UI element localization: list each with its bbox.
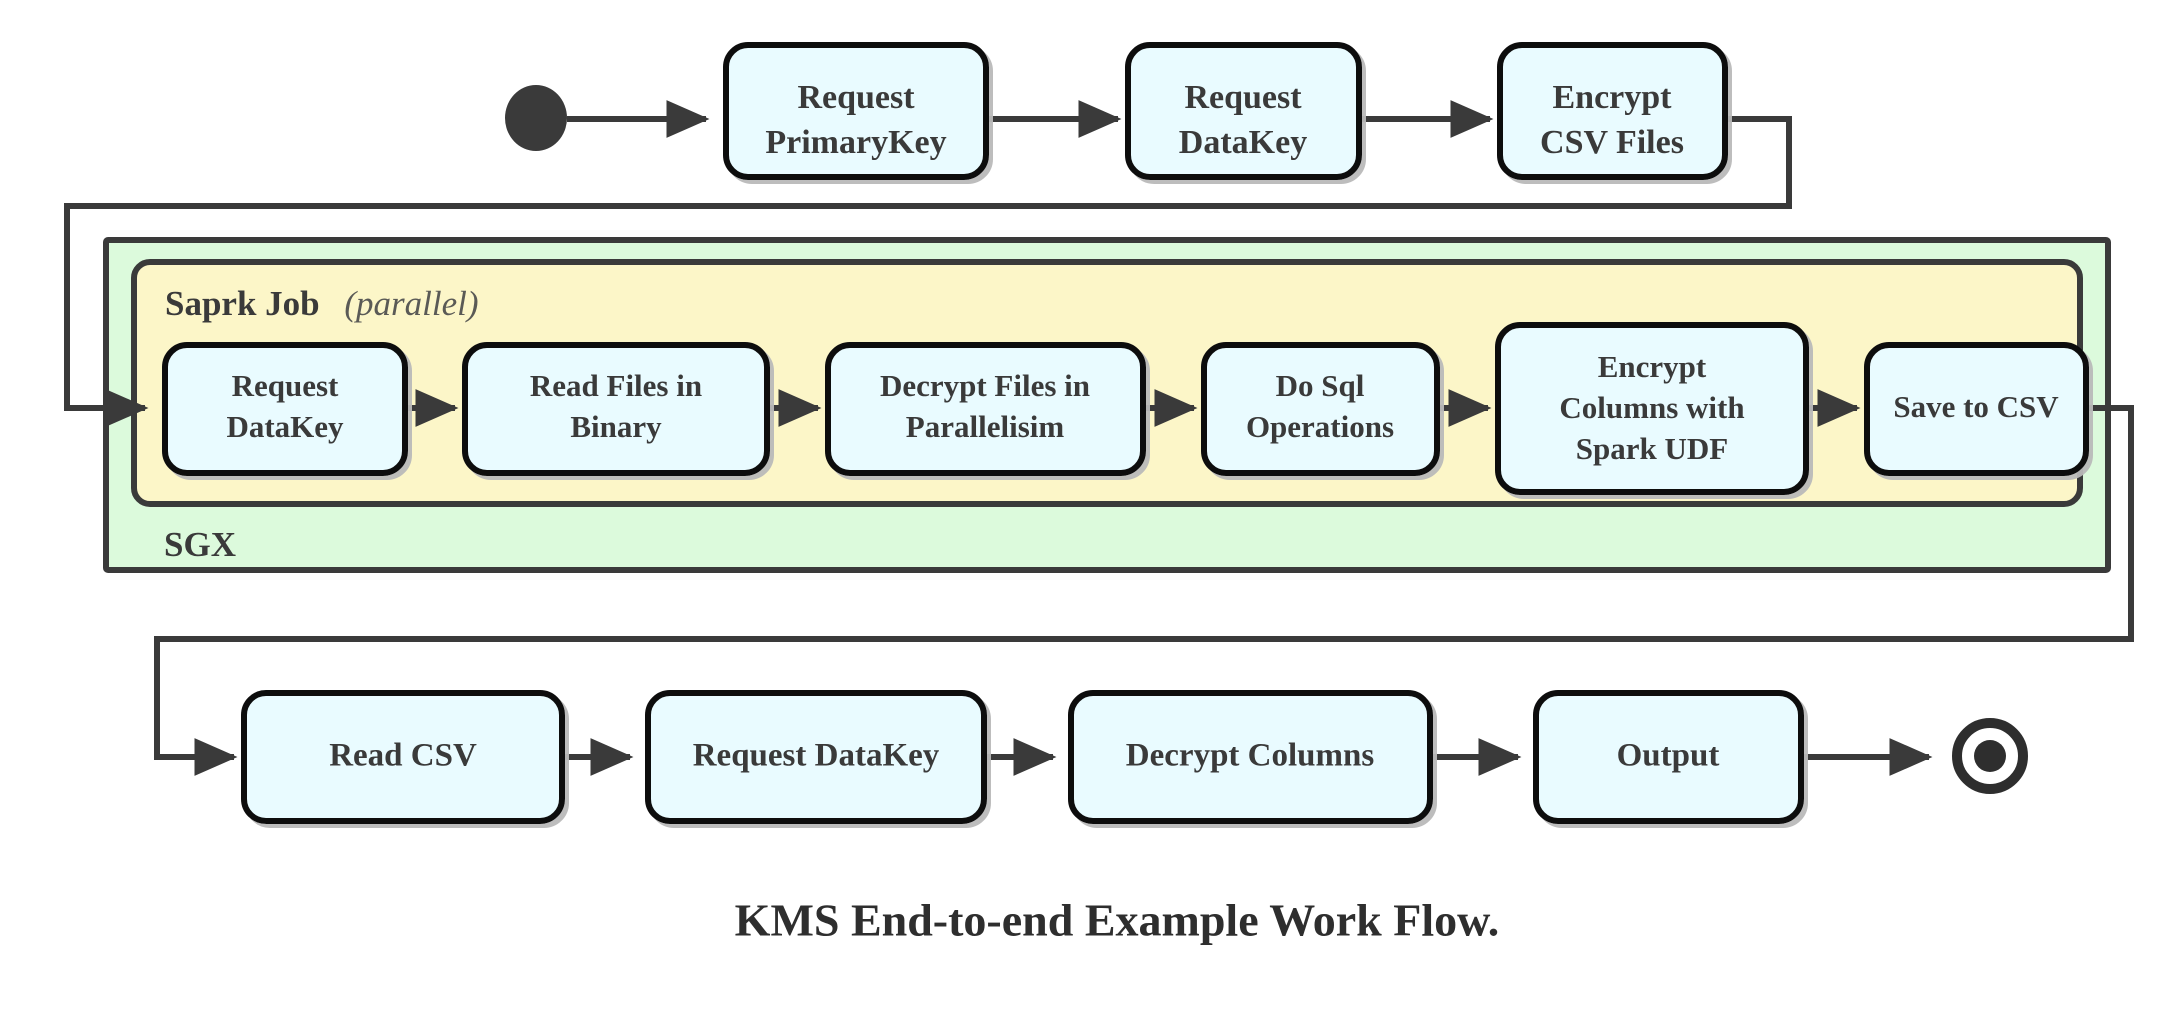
node-label-line: Encrypt — [1553, 79, 1673, 116]
node-output[interactable]: Output — [1533, 690, 1804, 824]
node-label-line: Decrypt Columns — [1126, 738, 1375, 774]
node-request-datakey-bottom[interactable]: Request DataKey — [645, 690, 987, 824]
group-label-sgx: SGX — [164, 525, 236, 564]
node-label-line: Binary — [570, 409, 662, 444]
node-label-line: Request DataKey — [693, 738, 940, 774]
node-encrypt-columns-with-spark-udf[interactable]: Encrypt Columns with Spark UDF — [1495, 322, 1809, 495]
node-decrypt-files-in-parallelisim[interactable]: Decrypt Files in Parallelisim — [825, 342, 1146, 476]
group-label-spark-job-text: Saprk Job — [165, 284, 320, 323]
node-label-line: Request — [232, 368, 339, 403]
node-label-line: DataKey — [226, 409, 344, 444]
node-label-line: Read Files in — [530, 368, 702, 403]
node-label-line: Columns with — [1559, 390, 1744, 425]
edges — [64, 99, 2134, 777]
node-request-datakey-spark[interactable]: Request DataKey — [162, 342, 408, 476]
node-save-to-csv[interactable]: Save to CSV — [1864, 342, 2089, 476]
node-label-line: Encrypt — [1598, 349, 1707, 384]
node-read-csv[interactable]: Read CSV — [241, 690, 565, 824]
node-label-line: Spark UDF — [1576, 431, 1728, 466]
node-decrypt-columns[interactable]: Decrypt Columns — [1068, 690, 1433, 824]
node-request-primarykey[interactable]: Request PrimaryKey — [723, 42, 989, 180]
end-node — [1952, 718, 2028, 794]
node-request-datakey-top[interactable]: Request DataKey — [1125, 42, 1362, 180]
node-label-line: Operations — [1246, 409, 1394, 444]
edge-encrypt-csv-to-spark-datakey — [64, 116, 1792, 428]
node-label-line: Save to CSV — [1893, 389, 2059, 424]
node-label-line: Decrypt Files in — [880, 368, 1090, 403]
node-label-line: Parallelisim — [906, 409, 1065, 444]
group-label-spark-job: Saprk Job (parallel) — [165, 284, 479, 323]
node-label-line: CSV Files — [1540, 124, 1684, 161]
group-label-spark-job-sub: (parallel) — [344, 284, 478, 323]
node-read-files-in-binary[interactable]: Read Files in Binary — [462, 342, 770, 476]
edge-save-csv-to-read-csv — [154, 405, 2134, 777]
node-label-line: PrimaryKey — [765, 124, 946, 161]
node-label-line: Request — [797, 79, 915, 116]
node-label-line: Do Sql — [1276, 368, 1365, 403]
node-encrypt-csv-files[interactable]: Encrypt CSV Files — [1497, 42, 1728, 180]
node-label-line: Request — [1184, 79, 1302, 116]
node-label-line: Output — [1617, 738, 1720, 774]
diagram-caption: KMS End-to-end Example Work Flow. — [735, 895, 1500, 946]
node-label-line: DataKey — [1179, 124, 1307, 161]
node-do-sql-operations[interactable]: Do Sql Operations — [1201, 342, 1440, 476]
node-label-line: Read CSV — [329, 738, 477, 774]
start-node — [505, 85, 567, 151]
